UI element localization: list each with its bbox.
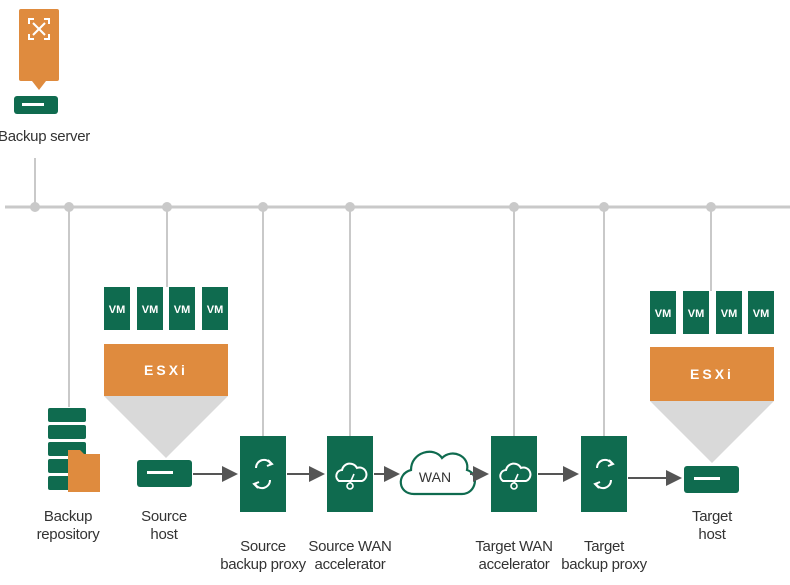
target-host-label: Target host <box>692 508 732 544</box>
source-wan-accelerator-icon <box>327 436 373 512</box>
label-line: Source <box>240 538 286 555</box>
vm-box <box>169 287 195 330</box>
data-flow-arrows <box>193 466 682 486</box>
bus-dot <box>64 202 74 212</box>
target-esxi-block <box>650 347 774 401</box>
source-host-server-icon <box>137 460 192 487</box>
vm-label: VM <box>753 308 770 320</box>
backup-server-label-text: Backup server <box>0 128 90 145</box>
wan-label: WAN <box>419 469 451 485</box>
target-backup-proxy-label: Target backup proxy <box>561 538 647 574</box>
wan-cloud-icon: WAN <box>399 450 476 496</box>
target-wan-accelerator-icon <box>491 436 537 512</box>
vm-label: VM <box>721 308 738 320</box>
source-host-label: Source host <box>141 508 187 544</box>
bus-dot <box>599 202 609 212</box>
bus-dot <box>30 202 40 212</box>
label-line: host <box>698 526 726 543</box>
vm-box <box>650 291 676 334</box>
label-line: Target <box>692 508 732 525</box>
label-line: Source <box>141 508 187 525</box>
label-line: backup proxy <box>561 556 647 573</box>
vm-label: VM <box>174 304 191 316</box>
target-esxi-label: ESXi <box>690 366 734 382</box>
source-vm-row: VM VM VM VM <box>104 287 228 330</box>
bus-dot <box>162 202 172 212</box>
bus-drops <box>68 207 712 436</box>
vm-box <box>683 291 709 334</box>
label-line: repository <box>36 526 100 543</box>
source-host-group: VM VM VM VM ESXi <box>104 287 228 487</box>
target-vm-row: VM VM VM VM <box>650 291 774 334</box>
source-esxi-label: ESXi <box>144 362 188 378</box>
label-line: host <box>150 526 178 543</box>
bus-dot <box>345 202 355 212</box>
bus-dot <box>509 202 519 212</box>
backup-server-label: Backup server <box>0 128 90 146</box>
target-host-group: VM VM VM VM ESXi <box>650 291 774 493</box>
backup-repository-icon <box>48 408 100 492</box>
bus-dots <box>30 202 716 212</box>
source-esxi-block <box>104 344 228 396</box>
vm-box <box>137 287 163 330</box>
backup-repository-label: Backup repository <box>37 508 100 544</box>
vm-label: VM <box>109 304 126 316</box>
label-line: Source WAN <box>308 538 392 555</box>
backup-server-icon <box>14 9 59 114</box>
label-line: accelerator <box>478 556 550 573</box>
label-line: backup proxy <box>220 556 306 573</box>
bus-dot <box>706 202 716 212</box>
source-backup-proxy-icon <box>240 436 286 512</box>
target-wan-accelerator-label: Target WAN accelerator <box>475 538 553 574</box>
bus-dot <box>258 202 268 212</box>
vm-label: VM <box>655 308 672 320</box>
vm-box <box>202 287 228 330</box>
vm-label: VM <box>142 304 159 316</box>
source-backup-proxy-label: Source backup proxy <box>220 538 306 574</box>
target-backup-proxy-icon <box>581 436 627 512</box>
target-host-server-icon <box>684 466 739 493</box>
vm-box <box>748 291 774 334</box>
source-host-cone <box>104 396 228 458</box>
vm-box <box>104 287 130 330</box>
label-line: Target WAN <box>475 538 553 555</box>
vm-label: VM <box>688 308 705 320</box>
target-host-cone <box>650 401 774 463</box>
source-wan-accelerator-label: Source WAN accelerator <box>308 538 391 574</box>
vm-box <box>716 291 742 334</box>
vm-label: VM <box>207 304 224 316</box>
label-line: Target <box>584 538 624 555</box>
label-line: accelerator <box>314 556 386 573</box>
label-line: Backup <box>43 508 93 525</box>
